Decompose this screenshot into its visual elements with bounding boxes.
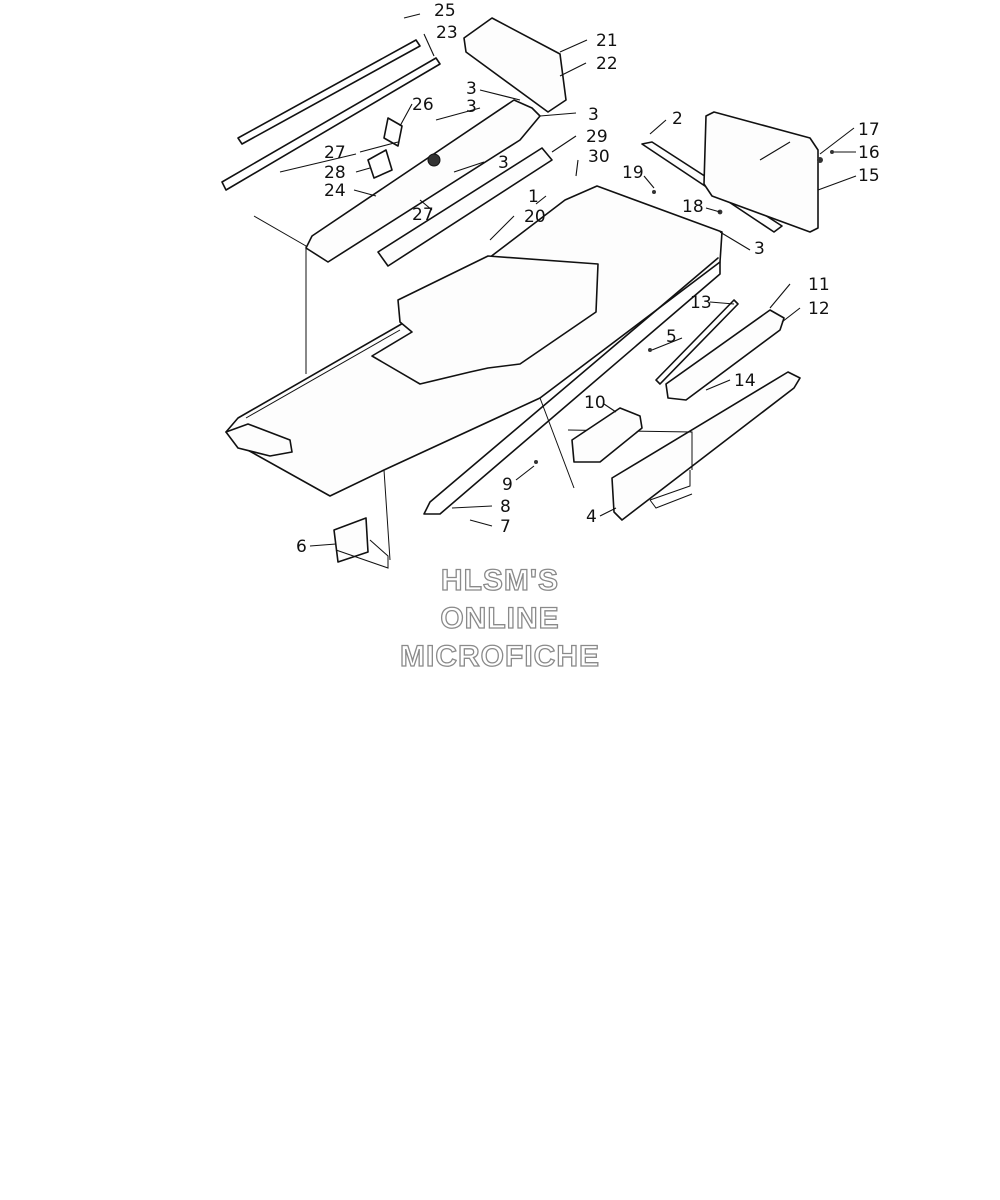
plate-6 [333, 517, 369, 563]
front-panel [305, 99, 541, 263]
callout-2: 2 [672, 109, 683, 129]
front-trim [377, 147, 553, 267]
floor-mat [371, 255, 599, 385]
watermark-line-1: HLSM'S [441, 564, 559, 597]
fasteners [427, 150, 834, 464]
watermark-line-3: MICROFICHE [400, 640, 600, 673]
bracket-26 [383, 117, 403, 147]
rail-23 [221, 57, 441, 191]
floor-pan [225, 185, 723, 561]
callout-3e: 3 [754, 239, 765, 259]
callout-16: 16 [858, 143, 880, 163]
callout-27a: 27 [324, 143, 346, 163]
callout-23: 23 [436, 23, 458, 43]
side-panel [611, 371, 801, 521]
leader-lines [279, 13, 857, 547]
rail-25 [237, 39, 421, 145]
callout-19: 19 [622, 163, 644, 183]
skirt-guide-left [253, 215, 307, 374]
channel [665, 309, 785, 401]
callout-24: 24 [324, 181, 346, 201]
footrest [571, 407, 643, 463]
callout-21: 21 [596, 31, 618, 51]
callout-6: 6 [296, 537, 307, 557]
callout-28: 28 [324, 163, 346, 183]
callout-18: 18 [682, 197, 704, 217]
callout-labels: 25 23 21 22 3 26 3 3 2 29 17 27 16 30 3 … [296, 1, 880, 557]
callout-10: 10 [584, 393, 606, 413]
callout-3a: 3 [466, 79, 477, 99]
callout-8: 8 [500, 497, 511, 517]
callout-27b: 27 [412, 205, 434, 225]
callout-30: 30 [588, 147, 610, 167]
callout-26: 26 [412, 95, 434, 115]
callout-3d: 3 [498, 153, 509, 173]
watermark-line-2: ONLINE [440, 602, 559, 635]
callout-14: 14 [734, 371, 756, 391]
callout-9: 9 [502, 475, 513, 495]
callout-4: 4 [586, 507, 597, 527]
callout-17: 17 [858, 120, 880, 140]
watermark: HLSM'S ONLINE MICROFICHE [399, 563, 600, 673]
callout-1: 1 [528, 187, 539, 207]
callout-20: 20 [524, 207, 546, 227]
top-panel [463, 17, 567, 113]
callout-25: 25 [434, 1, 456, 21]
callout-13: 13 [690, 293, 712, 313]
callout-22: 22 [596, 54, 618, 74]
callout-11: 11 [808, 275, 830, 295]
callout-3c: 3 [588, 105, 599, 125]
callout-3b: 3 [466, 97, 477, 117]
rail-13 [655, 299, 739, 385]
callout-7: 7 [500, 517, 511, 537]
bracket-28 [367, 149, 393, 179]
callout-12: 12 [808, 299, 830, 319]
callout-29: 29 [586, 127, 608, 147]
callout-15: 15 [858, 166, 880, 186]
callout-5: 5 [666, 327, 677, 347]
